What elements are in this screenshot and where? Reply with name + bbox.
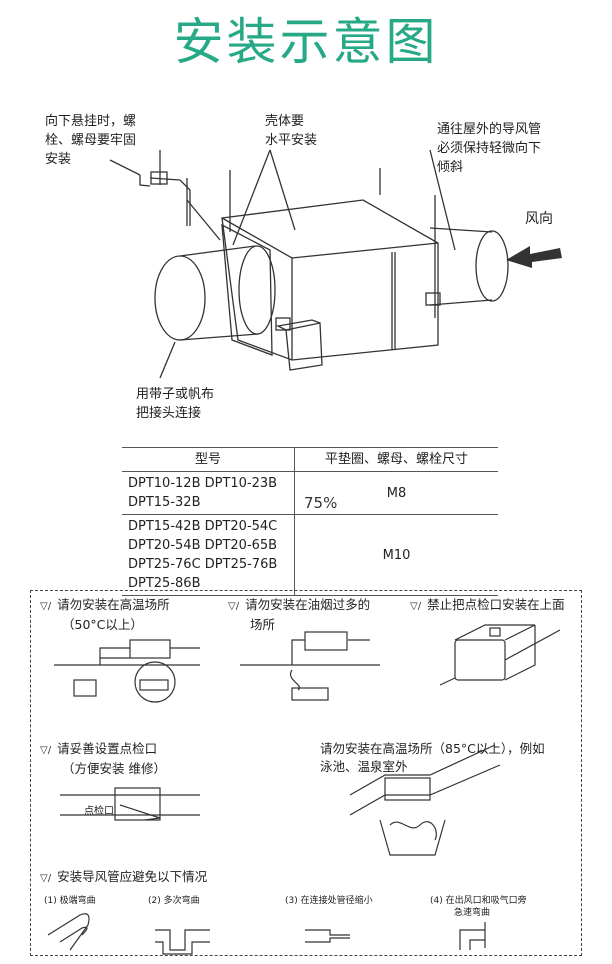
note-mark-icon: ▽/ (40, 745, 52, 756)
caution-inspection-port: ▽/请妥善设置点检口 （方便安装 维修） (40, 741, 166, 776)
note-mark-icon: ▽/ (40, 601, 52, 612)
caution-oil-smoke: ▽/请勿安装在油烟过多的 场所 (228, 597, 371, 632)
avoid-item-2: (2) 多次弯曲 (148, 896, 200, 906)
note-mark-icon: ▽/ (410, 601, 422, 612)
cautions-box (30, 590, 582, 956)
avoid-item-3: (3) 在连接处管径缩小 (285, 896, 373, 906)
spec-table: 型号 平垫圈、螺母、螺栓尺寸 DPT10-12B DPT10-23B DPT15… (122, 447, 498, 596)
strap-connection-callout: 用带子或帆布 把接头连接 (136, 387, 215, 421)
caution-illustrations (47, 624, 561, 955)
wind-direction-label: 风向 (525, 211, 553, 227)
caution-high-temp-85: 请勿安装在高温场所（85°C以上），例如 泳池、温泉室外 (320, 741, 545, 774)
hanging-bolt-callout: 向下悬挂时，螺 栓、螺母要牢固 安装 (45, 114, 137, 167)
avoid-item-4-cont: 急速弯曲 (454, 908, 491, 918)
installation-diagram (109, 149, 562, 379)
duct-slope-callout: 通往屋外的导风管 必须保持轻微向下 倾斜 (437, 122, 542, 175)
note-mark-icon: ▽/ (40, 873, 52, 884)
caution-high-temp-50: ▽/请勿安装在高温场所 （50°C以上） (40, 597, 170, 632)
table-row: DPT10-12B DPT10-23B DPT15-32B M8 (122, 471, 498, 515)
wind-arrow-icon (506, 246, 562, 268)
avoid-item-4: (4) 在出风口和吸气口旁 (430, 896, 527, 906)
table-row: DPT15-42B DPT20-54C DPT20-54B DPT20-65B … (122, 514, 498, 596)
page-title: 安装示意图 (173, 13, 439, 71)
caution-no-inspection-top: ▽/禁止把点检口安装在上面 (410, 597, 565, 612)
note-mark-icon: ▽/ (228, 601, 240, 612)
model-header: 型号 (122, 447, 295, 472)
duct-unit-icon (129, 639, 171, 659)
zoom-indicator: 75% (304, 494, 338, 512)
table-header-row: 型号 平垫圈、螺母、螺栓尺寸 (122, 447, 498, 472)
caution-avoid-title: ▽/安装导风管应避免以下情况 (40, 869, 208, 884)
housing-level-callout: 壳体要 水平安装 (265, 114, 318, 148)
inspection-port-label: 点检口 (84, 806, 114, 817)
avoid-item-1: (1) 极端弯曲 (44, 896, 96, 906)
size-header: 平垫圈、螺母、螺栓尺寸 (294, 447, 498, 472)
